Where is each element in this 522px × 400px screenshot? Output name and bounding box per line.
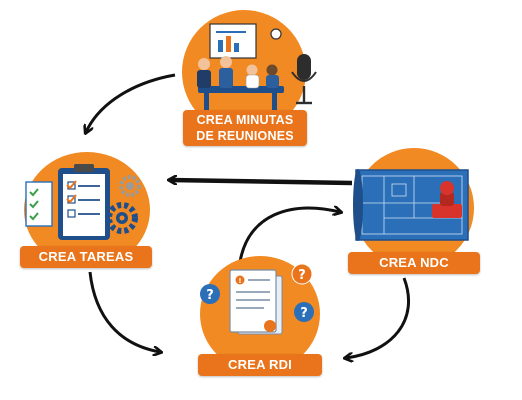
- arrow-ndc-to-tareas: [170, 180, 353, 186]
- svg-text:?: ?: [300, 306, 308, 321]
- blueprint-stamp-icon: [353, 169, 469, 241]
- node-tareas: CREA TAREAS: [18, 152, 160, 270]
- svg-text:?: ?: [206, 288, 214, 303]
- node-label-rdi: CREA RDI: [198, 354, 322, 376]
- arrow-minutas-to-tareas: [86, 73, 176, 132]
- node-label-ndc: CREA NDC: [348, 252, 480, 274]
- arrow-tareas-to-rdi: [88, 271, 160, 352]
- node-ndc: CREA NDC: [344, 148, 484, 274]
- label-line: CREA TAREAS: [38, 249, 134, 264]
- arrow-rdi-to-ndc: [238, 208, 340, 263]
- node-minutas: CREA MINUTAS DE REUNIONES: [180, 10, 330, 148]
- node-rdi: ! ? ? ? CREA RDI: [194, 256, 326, 376]
- label-line: CREA RDI: [228, 357, 292, 372]
- label-line: CREA NDC: [379, 255, 449, 270]
- document-questions-icon: ! ? ? ?: [200, 263, 314, 335]
- svg-text:?: ?: [298, 268, 306, 283]
- svg-text:!: !: [238, 277, 241, 285]
- meeting-icon: [197, 23, 317, 111]
- node-label-minutas: CREA MINUTAS DE REUNIONES: [183, 110, 307, 146]
- task-checklist-icon: [25, 164, 141, 240]
- node-label-tareas: CREA TAREAS: [20, 246, 152, 268]
- label-line: CREA MINUTAS: [196, 113, 294, 127]
- arrow-ndc-to-rdi: [346, 277, 410, 358]
- label-line: DE REUNIONES: [196, 129, 294, 143]
